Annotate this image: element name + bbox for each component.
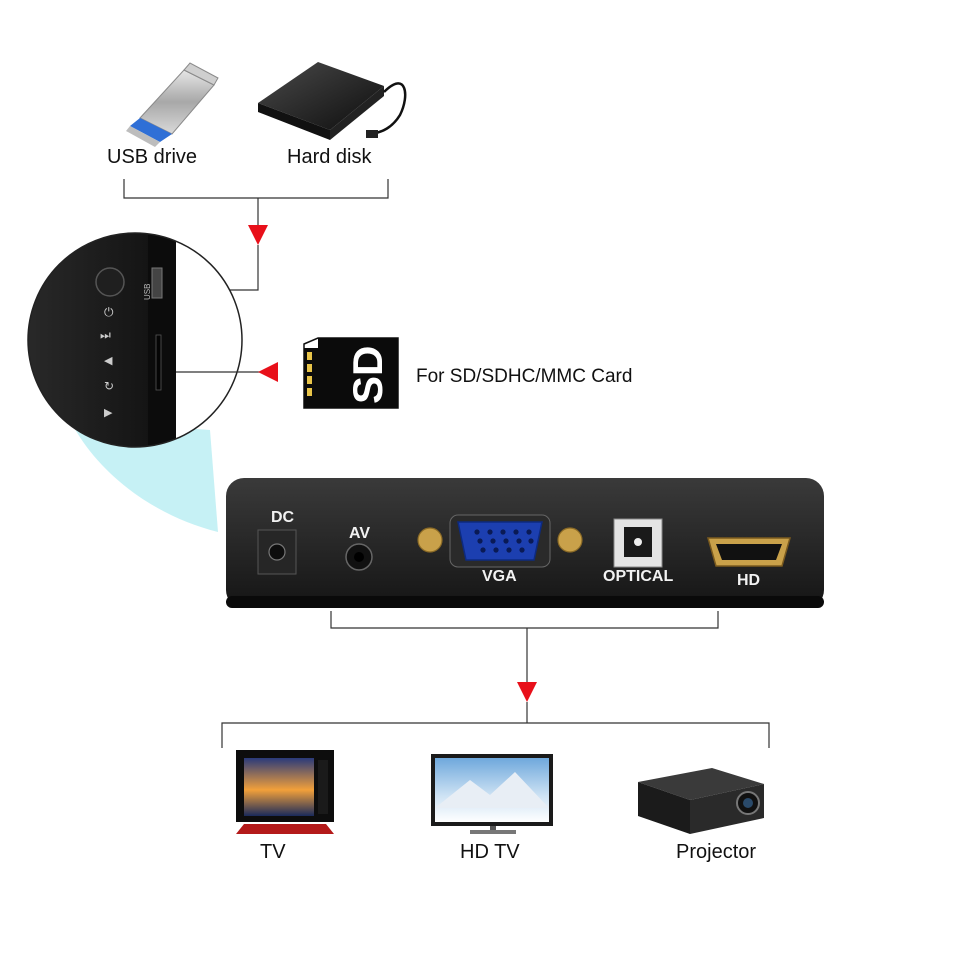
- arrow-down-icon: [517, 682, 537, 702]
- hard-disk-label: Hard disk: [287, 146, 372, 168]
- usb-port-label: USB: [143, 284, 152, 300]
- tv-label: TV: [260, 841, 286, 863]
- side-panel-zoom: ⏻ ⏭ ◀ ↻ ▶ USB: [27, 232, 243, 448]
- output-bracket: [330, 611, 719, 682]
- arrow-left-icon: [258, 362, 278, 382]
- hard-disk-icon: [258, 62, 407, 140]
- svg-text:⏭: ⏭: [100, 328, 111, 342]
- hd-tv-icon: [431, 754, 553, 834]
- hd-tv-label: HD TV: [460, 841, 520, 863]
- projector-label: Projector: [676, 841, 757, 863]
- svg-text:⏻: ⏻: [104, 305, 114, 319]
- sd-card-text: SD: [344, 346, 391, 404]
- usb-drive-label: USB drive: [107, 146, 198, 168]
- crt-tv-icon: [236, 750, 334, 834]
- output-distribution-line: [221, 702, 770, 748]
- svg-text:↻: ↻: [104, 379, 114, 393]
- port-label-optical: OPTICAL: [603, 568, 674, 585]
- port-label-dc: DC: [271, 509, 295, 526]
- sd-card-label: For SD/SDHC/MMC Card: [416, 366, 633, 387]
- arrow-down-icon: [248, 225, 268, 245]
- svg-text:▶: ▶: [104, 406, 113, 419]
- svg-text:◀: ◀: [104, 354, 113, 367]
- source-bracket: [123, 179, 389, 225]
- projector-icon: [638, 768, 764, 834]
- usb-drive-icon: [126, 62, 219, 147]
- zoom-callout-shape: [70, 420, 218, 532]
- media-player-device: [226, 478, 824, 608]
- port-label-av: AV: [349, 525, 371, 542]
- port-label-vga: VGA: [482, 568, 517, 585]
- port-label-hd: HD: [737, 572, 761, 589]
- sd-card-icon: SD: [303, 337, 399, 409]
